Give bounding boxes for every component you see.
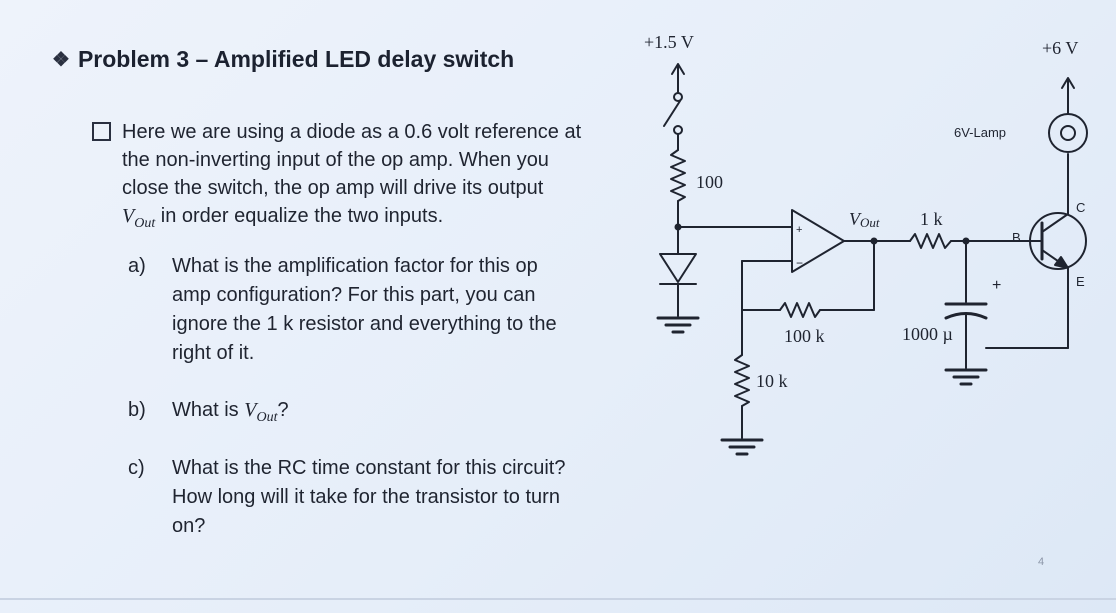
question-a-label: a) bbox=[128, 255, 146, 277]
resistor-100k-label: 100 k bbox=[784, 326, 825, 346]
resistor-100k bbox=[779, 302, 821, 318]
supply-right-label: +6 V bbox=[1042, 38, 1078, 58]
switch-blade bbox=[663, 100, 681, 127]
checkbox-bullet-icon bbox=[92, 122, 111, 141]
question-c-line-2: How long will it take for the transistor… bbox=[172, 486, 560, 508]
opamp-plus-label: + bbox=[796, 224, 802, 236]
vout-label: VOut bbox=[849, 209, 880, 230]
resistor-1k-label: 1 k bbox=[920, 209, 943, 229]
question-c-label: c) bbox=[128, 457, 145, 479]
supply-left-label: +1.5 V bbox=[644, 32, 694, 52]
problem-title: ❖ Problem 3 – Amplified LED delay switch bbox=[52, 46, 514, 73]
capacitor-label: 1000 µ bbox=[902, 324, 953, 344]
question-a-line-4: right of it. bbox=[172, 342, 255, 364]
supply-right-arrow-icon bbox=[1061, 77, 1075, 89]
question-c: c) What is the RC time constant for this… bbox=[128, 454, 632, 541]
intro-line-3: close the switch, the op amp will drive … bbox=[122, 177, 544, 199]
question-a-line-2: amp configuration? For this part, you ca… bbox=[172, 284, 536, 306]
circuit-diagram: +1.5 V +6 V 100 6V-Lamp VOut 1 k + − 100… bbox=[644, 32, 1088, 456]
resistor-100-label: 100 bbox=[696, 172, 723, 192]
lamp-label: 6V-Lamp bbox=[954, 125, 1006, 140]
switch-top-contact bbox=[673, 92, 683, 102]
question-a-line-3: ignore the 1 k resistor and everything t… bbox=[172, 313, 557, 335]
diamond-bullet-icon: ❖ bbox=[52, 49, 70, 71]
switch-bottom-contact bbox=[673, 125, 683, 135]
question-a-line-1: What is the amplification factor for thi… bbox=[172, 255, 538, 277]
page-number: 4 bbox=[1038, 556, 1045, 568]
diode-icon bbox=[659, 253, 697, 283]
intro-line-2: the non-inverting input of the op amp. W… bbox=[122, 149, 549, 171]
capacitor-plus-label: + bbox=[992, 277, 1001, 294]
title-text: Problem 3 – Amplified LED delay switch bbox=[77, 46, 515, 72]
opamp-triangle bbox=[791, 209, 845, 273]
lamp-icon bbox=[1048, 113, 1088, 153]
question-c-line-1: What is the RC time constant for this ci… bbox=[172, 457, 566, 479]
slide-bottom-divider bbox=[0, 598, 1116, 600]
intro-line-4: VOut in order equalize the two inputs. bbox=[122, 205, 444, 231]
resistor-10k bbox=[734, 354, 750, 407]
intro-line-1: Here we are using a diode as a 0.6 volt … bbox=[122, 121, 582, 143]
question-b: b) What is VOut? bbox=[128, 396, 632, 432]
transistor-symbol bbox=[1029, 212, 1087, 270]
resistor-1k bbox=[909, 233, 952, 249]
opamp-minus-label: − bbox=[796, 256, 803, 270]
question-b-text: What is VOut? bbox=[172, 399, 289, 425]
pin-e-label: E bbox=[1076, 274, 1085, 289]
vout-symbol: VOut bbox=[244, 399, 278, 425]
question-b-label: b) bbox=[128, 399, 146, 421]
resistor-10k-label: 10 k bbox=[756, 371, 788, 391]
question-a: a) What is the amplification factor for … bbox=[128, 252, 632, 368]
vout-symbol: VOut bbox=[122, 205, 156, 231]
resistor-100 bbox=[670, 149, 686, 202]
supply-left-arrow-icon bbox=[671, 63, 685, 75]
pin-b-label: B bbox=[1012, 230, 1021, 245]
intro-paragraph: Here we are using a diode as a 0.6 volt … bbox=[92, 118, 652, 238]
pin-c-label: C bbox=[1076, 200, 1085, 215]
question-c-line-3: on? bbox=[172, 515, 206, 537]
